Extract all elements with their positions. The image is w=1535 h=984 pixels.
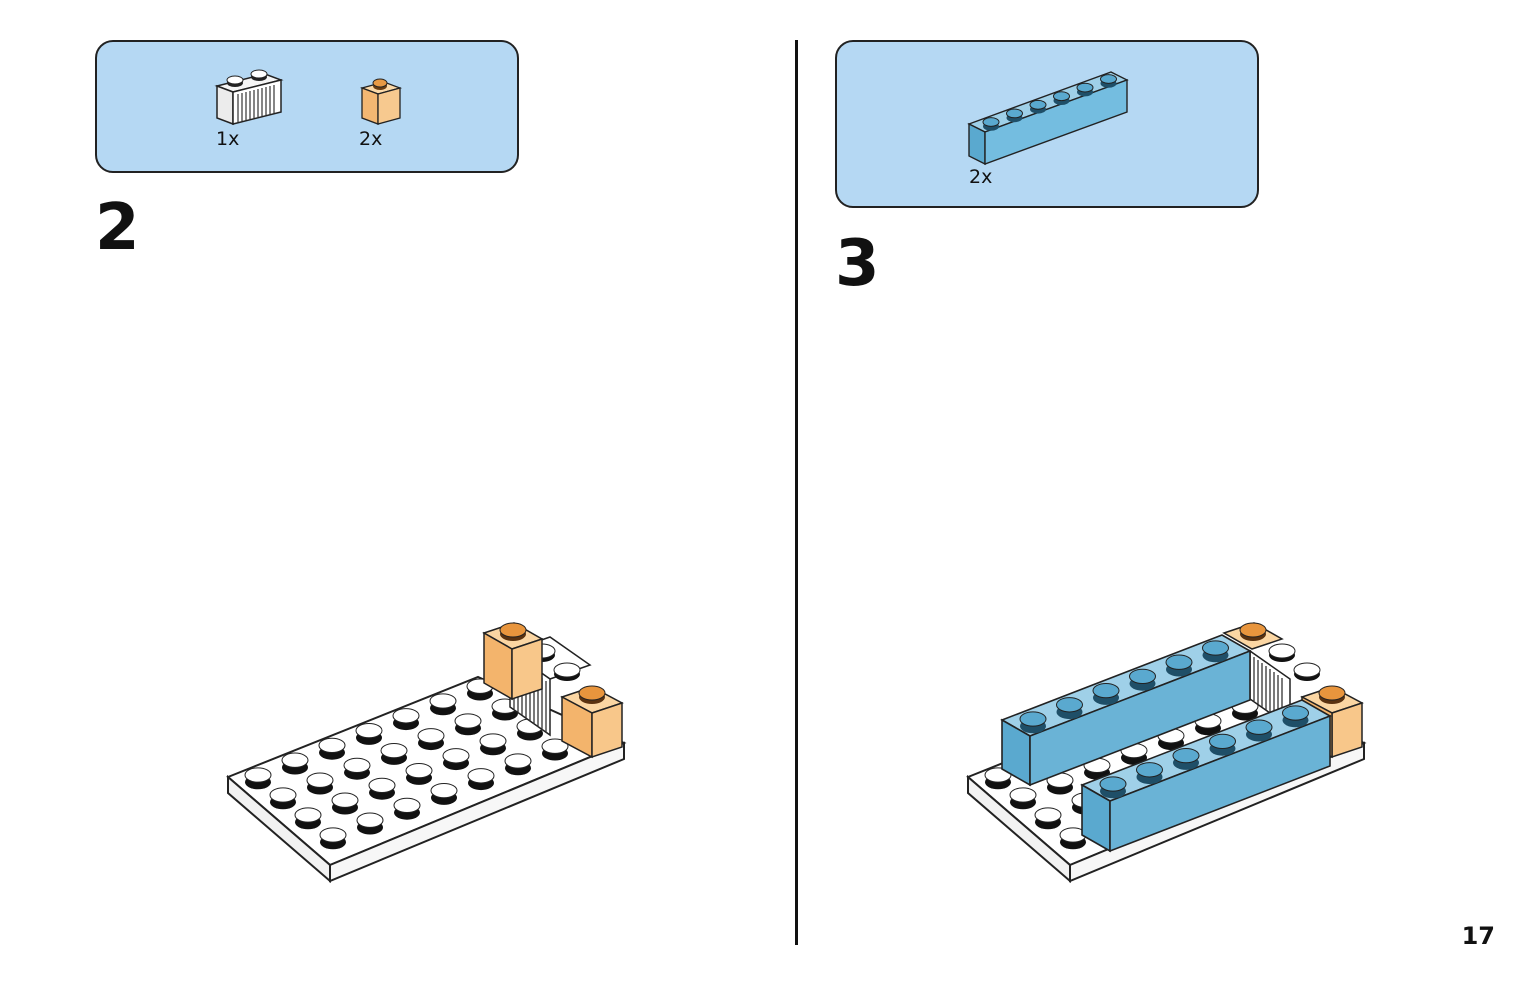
step-number: 2 [95,191,140,265]
parts-callout-step-3: 2x [835,40,1259,208]
plate-studs [244,678,569,850]
page-divider [795,40,798,945]
parts-callout-step-2: 1x 2x [95,40,519,173]
brick-studs [1099,705,1309,799]
step-2-model-illustration [226,622,627,884]
step-3-model-illustration [966,622,1367,884]
part-quantity: 2x [359,128,383,150]
blue-1x6-brick-icon [967,71,1129,166]
page-number: 17 [1461,922,1495,950]
brick-studs [1019,640,1229,734]
part-quantity: 1x [216,128,240,150]
white-1x2-grille-brick-icon [214,69,284,126]
brick-studs [982,74,1117,131]
part-quantity: 2x [969,166,993,188]
step-number: 3 [835,227,880,301]
orange-transparent-1x1-brick-icon [359,78,403,125]
